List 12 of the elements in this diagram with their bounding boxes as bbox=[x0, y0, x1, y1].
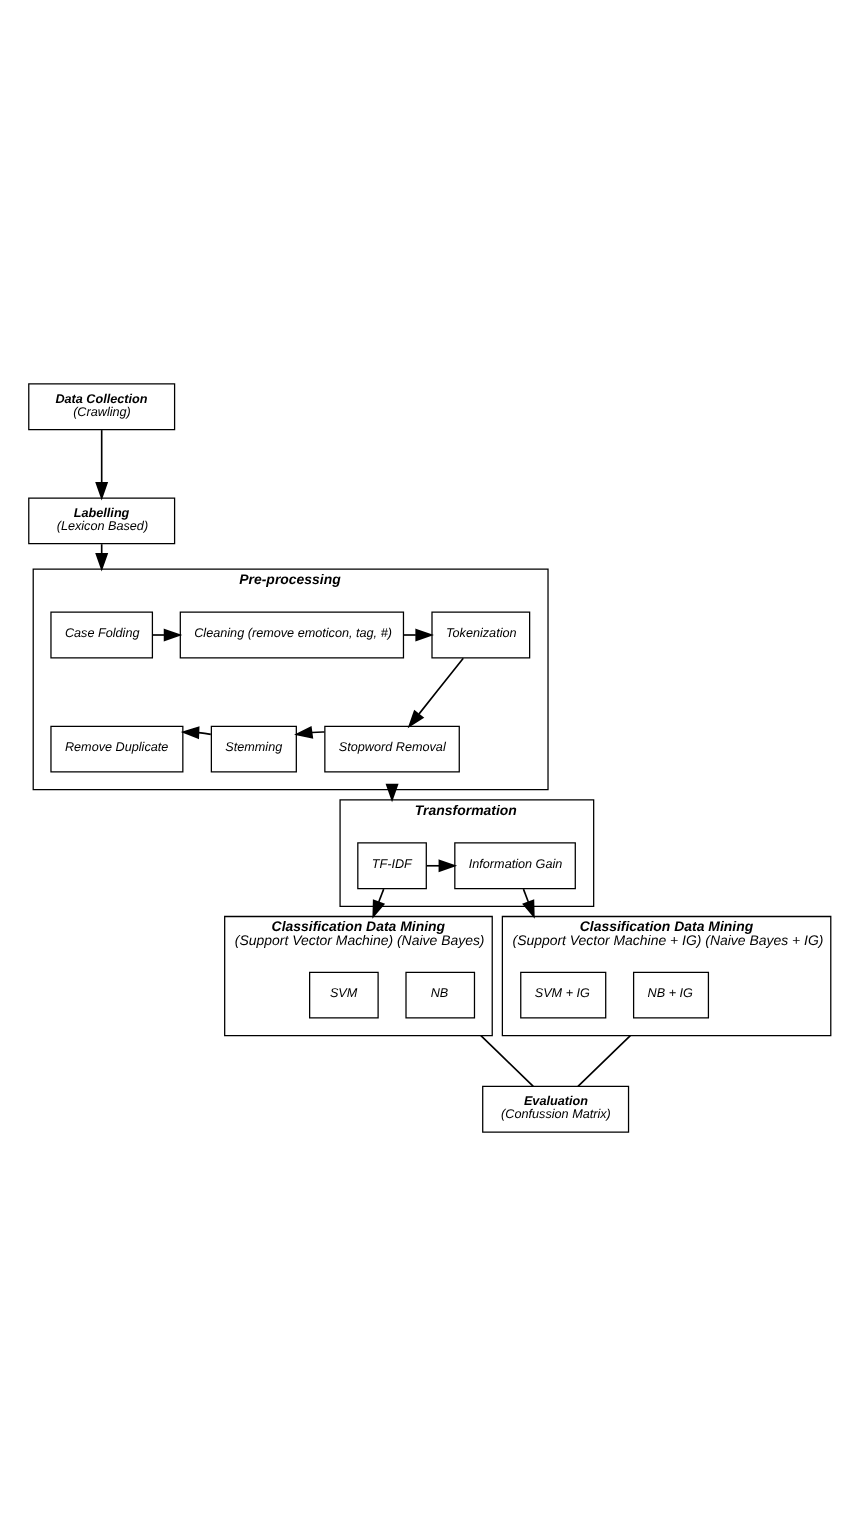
connector bbox=[576, 1034, 631, 1088]
arrow bbox=[150, 628, 182, 642]
arrow bbox=[406, 657, 464, 729]
arrow bbox=[371, 888, 385, 919]
arrow bbox=[94, 543, 108, 572]
arrow bbox=[401, 628, 433, 642]
arrow bbox=[179, 726, 211, 740]
connector bbox=[479, 1034, 534, 1088]
arrow bbox=[521, 888, 534, 919]
arrow bbox=[293, 725, 325, 739]
arrow bbox=[424, 859, 457, 873]
arrow bbox=[94, 429, 108, 501]
